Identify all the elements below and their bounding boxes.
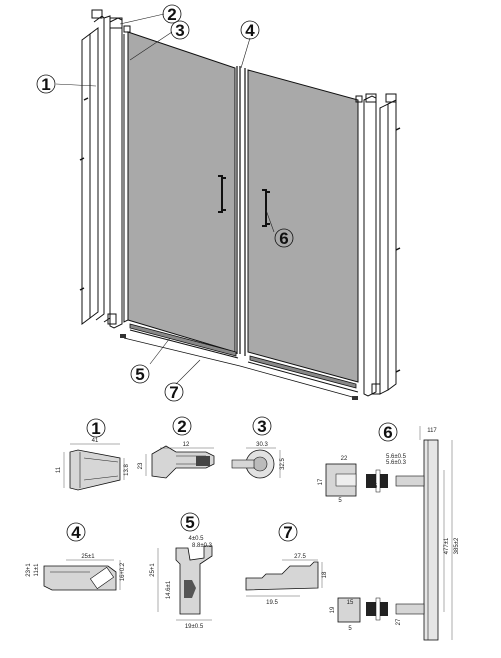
detail-3: 3 30.3 32.5 (231, 416, 286, 479)
svg-text:8.8±0.3: 8.8±0.3 (192, 543, 213, 549)
detail-1: 1 41 11 13.8 (56, 418, 130, 491)
svg-text:477±1: 477±1 (444, 537, 450, 554)
detail-2: 2 12 23 (138, 416, 215, 479)
bottom-seals (120, 323, 359, 400)
svg-text:19±0.5: 19±0.5 (185, 624, 204, 630)
svg-text:14.6±1: 14.6±1 (166, 580, 172, 599)
svg-text:18: 18 (322, 571, 328, 578)
callout-5: 5 (130, 364, 150, 384)
svg-text:22: 22 (341, 456, 348, 462)
svg-text:6: 6 (279, 229, 288, 248)
svg-text:27.5: 27.5 (294, 554, 306, 560)
svg-text:11±1: 11±1 (34, 563, 40, 577)
svg-text:1: 1 (91, 419, 100, 438)
right-wall-profile (363, 93, 401, 397)
callout-3: 3 (170, 20, 190, 40)
svg-text:41: 41 (92, 438, 99, 444)
leader-lines (55, 13, 275, 385)
hinge-profile (109, 17, 131, 329)
callout-7: 7 (164, 382, 184, 402)
svg-text:2: 2 (177, 417, 186, 436)
svg-text:25+1: 25+1 (150, 563, 156, 577)
callout-2: 2 (162, 4, 182, 24)
callout-4: 4 (240, 20, 260, 40)
right-handle (262, 189, 270, 227)
svg-text:5: 5 (338, 498, 342, 504)
svg-text:5: 5 (135, 365, 144, 384)
svg-text:1: 1 (41, 75, 50, 94)
svg-text:13.8: 13.8 (124, 464, 130, 476)
svg-text:30.3: 30.3 (256, 442, 268, 448)
svg-text:4: 4 (245, 21, 255, 40)
svg-text:7: 7 (169, 383, 178, 402)
left-handle (218, 175, 226, 213)
svg-text:17: 17 (318, 478, 324, 485)
svg-text:32.5: 32.5 (280, 458, 286, 470)
callout-1: 1 (36, 74, 56, 94)
svg-text:15: 15 (347, 600, 354, 606)
left-wall-profile (79, 9, 117, 325)
detail-6: 6 5.6±0.5 5.6±0.3 25 22 5 17 117 19 5 47… (318, 422, 460, 641)
svg-text:16+0.2: 16+0.2 (120, 562, 126, 581)
svg-text:7: 7 (283, 523, 292, 542)
svg-text:385±2: 385±2 (454, 537, 460, 554)
svg-text:23+1: 23+1 (26, 563, 32, 577)
svg-text:5: 5 (185, 513, 194, 532)
detail-7: 7 27.5 18 19.5 (245, 522, 328, 606)
svg-text:19.5: 19.5 (266, 600, 278, 606)
svg-text:5.6±0.3: 5.6±0.3 (386, 460, 407, 466)
svg-text:19: 19 (330, 606, 336, 613)
detail-4: 4 25±1 23+1 11±1 16+0.2 (26, 522, 126, 591)
svg-text:3: 3 (175, 21, 184, 40)
svg-text:11: 11 (56, 466, 62, 473)
svg-text:4±0.5: 4±0.5 (189, 536, 205, 542)
svg-text:12: 12 (183, 442, 190, 448)
svg-text:25: 25 (371, 484, 378, 490)
callout-6: 6 (274, 228, 294, 248)
svg-text:117: 117 (427, 428, 437, 434)
svg-text:27: 27 (396, 618, 402, 625)
svg-text:5.6±0.5: 5.6±0.5 (386, 454, 407, 460)
svg-text:5: 5 (348, 626, 352, 632)
detail-5: 5 4±0.5 8.8±0.3 25+1 14.6±1 19±0.5 (150, 512, 213, 630)
svg-text:25±1: 25±1 (81, 554, 95, 560)
svg-text:3: 3 (257, 417, 266, 436)
svg-text:23: 23 (138, 462, 144, 469)
right-glass-panel (244, 68, 363, 383)
svg-text:4: 4 (71, 523, 81, 542)
svg-text:6: 6 (383, 423, 392, 442)
svg-text:2: 2 (167, 5, 176, 24)
